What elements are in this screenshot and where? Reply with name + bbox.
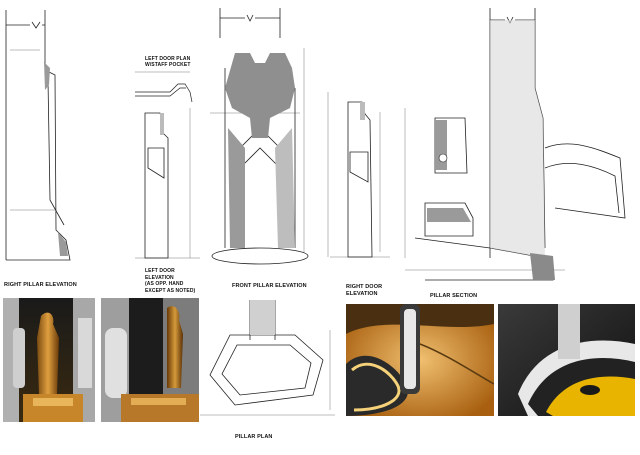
right-door-elevation-line1: RIGHT DOOR [346,284,383,290]
left-door-elevation-drawing [135,108,200,259]
left-door-elevation-caption: LEFT DOOR ELEVATION (AS OPP. HAND EXCEPT… [145,268,195,294]
left-door-plan-drawing [135,71,193,103]
right-door-elevation-line2: ELEVATION [346,291,378,297]
pillar-section-drawing [404,8,626,281]
render-photo-statue-side [101,298,199,422]
front-pillar-elevation-caption: FRONT PILLAR ELEVATION [232,283,307,289]
render-photo-yellow-base [498,304,635,416]
left-door-elevation-line1: LEFT DOOR [145,268,175,274]
right-pillar-elevation-caption: RIGHT PILLAR ELEVATION [4,282,77,288]
right-door-elevation-caption: RIGHT DOOR ELEVATION [346,284,382,298]
left-door-elevation-line4: EXCEPT AS NOTED) [145,287,196,294]
render-photo-gold-statue [3,298,95,422]
front-pillar-elevation-drawing [210,8,309,265]
pillar-plan-caption: PILLAR PLAN [235,434,273,440]
left-door-elevation-line2: ELEVATION [145,274,174,281]
left-door-elevation-line3: (AS OPP. HAND [145,281,184,287]
render-photo-amber-closeup [346,304,494,416]
right-pillar-elevation-drawing [5,10,71,261]
pillar-plan-drawing [200,300,335,416]
left-door-plan-caption: LEFT DOOR PLAN [145,56,191,62]
pillar-section-caption: PILLAR SECTION [430,293,478,299]
right-door-elevation-drawing [327,92,390,258]
left-door-plan-subcaption: W/STAFF POCKET [145,62,191,68]
